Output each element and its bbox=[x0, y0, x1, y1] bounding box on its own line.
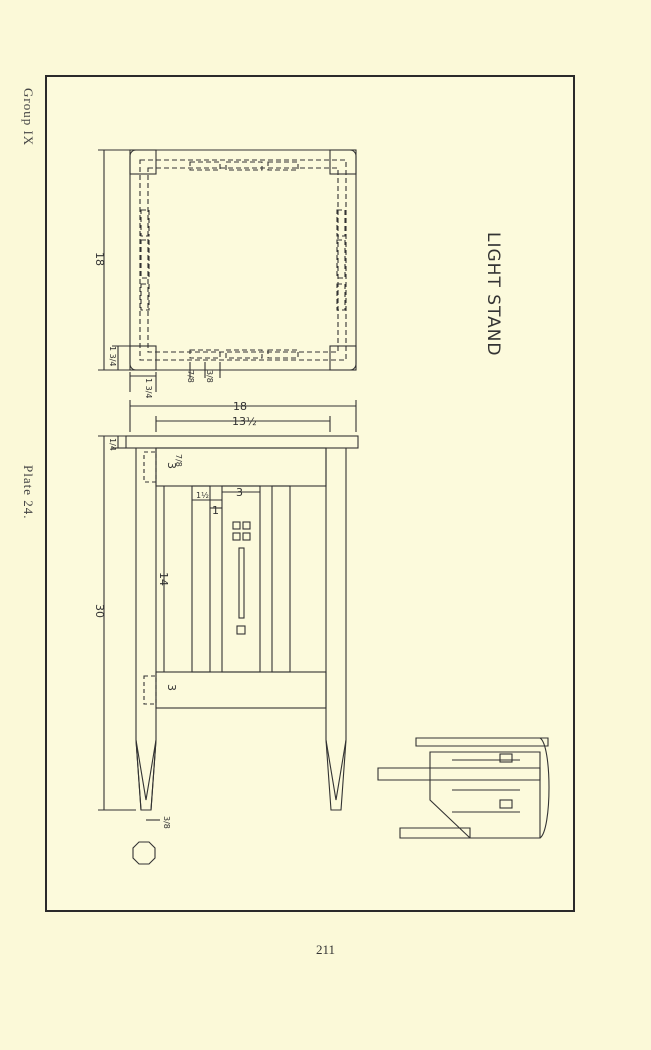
drawing-plate bbox=[45, 75, 575, 912]
dim-top-width: 18 bbox=[233, 400, 247, 413]
dim-panel-height: 14 bbox=[157, 572, 170, 586]
plan-view bbox=[129, 149, 357, 371]
dim-center-slat: 3 bbox=[236, 486, 243, 499]
dim-tenon-b: 3/8 bbox=[205, 370, 214, 383]
dim-top-thickness: 1/4 bbox=[108, 438, 117, 451]
page-number: 211 bbox=[315, 942, 336, 957]
dim-corner-offset: 1 3/4 bbox=[144, 378, 153, 399]
dim-top-depth: 18 bbox=[93, 252, 106, 266]
dim-leg-taper: 3/8 bbox=[162, 816, 171, 829]
plate-label: Plate 24. bbox=[21, 465, 36, 520]
dim-rail-top: 3 bbox=[165, 462, 178, 469]
dim-overhang: 1 3/4 bbox=[108, 346, 117, 367]
dim-tenon-a: 7/8 bbox=[186, 370, 195, 383]
dim-height: 30 bbox=[93, 604, 106, 618]
group-label: Group IX bbox=[21, 88, 36, 147]
front-elevation bbox=[125, 435, 359, 811]
dim-rail-detail: 7/8 bbox=[174, 454, 183, 467]
perspective-sketch bbox=[377, 737, 550, 839]
dim-slat-width: 1 bbox=[212, 504, 219, 517]
dim-slat-spacing: 1½ bbox=[196, 491, 209, 500]
drawing-title: LIGHT STAND bbox=[483, 232, 503, 357]
dim-rail-bottom: 3 bbox=[165, 684, 178, 691]
dim-leg-span: 13½ bbox=[232, 415, 257, 428]
